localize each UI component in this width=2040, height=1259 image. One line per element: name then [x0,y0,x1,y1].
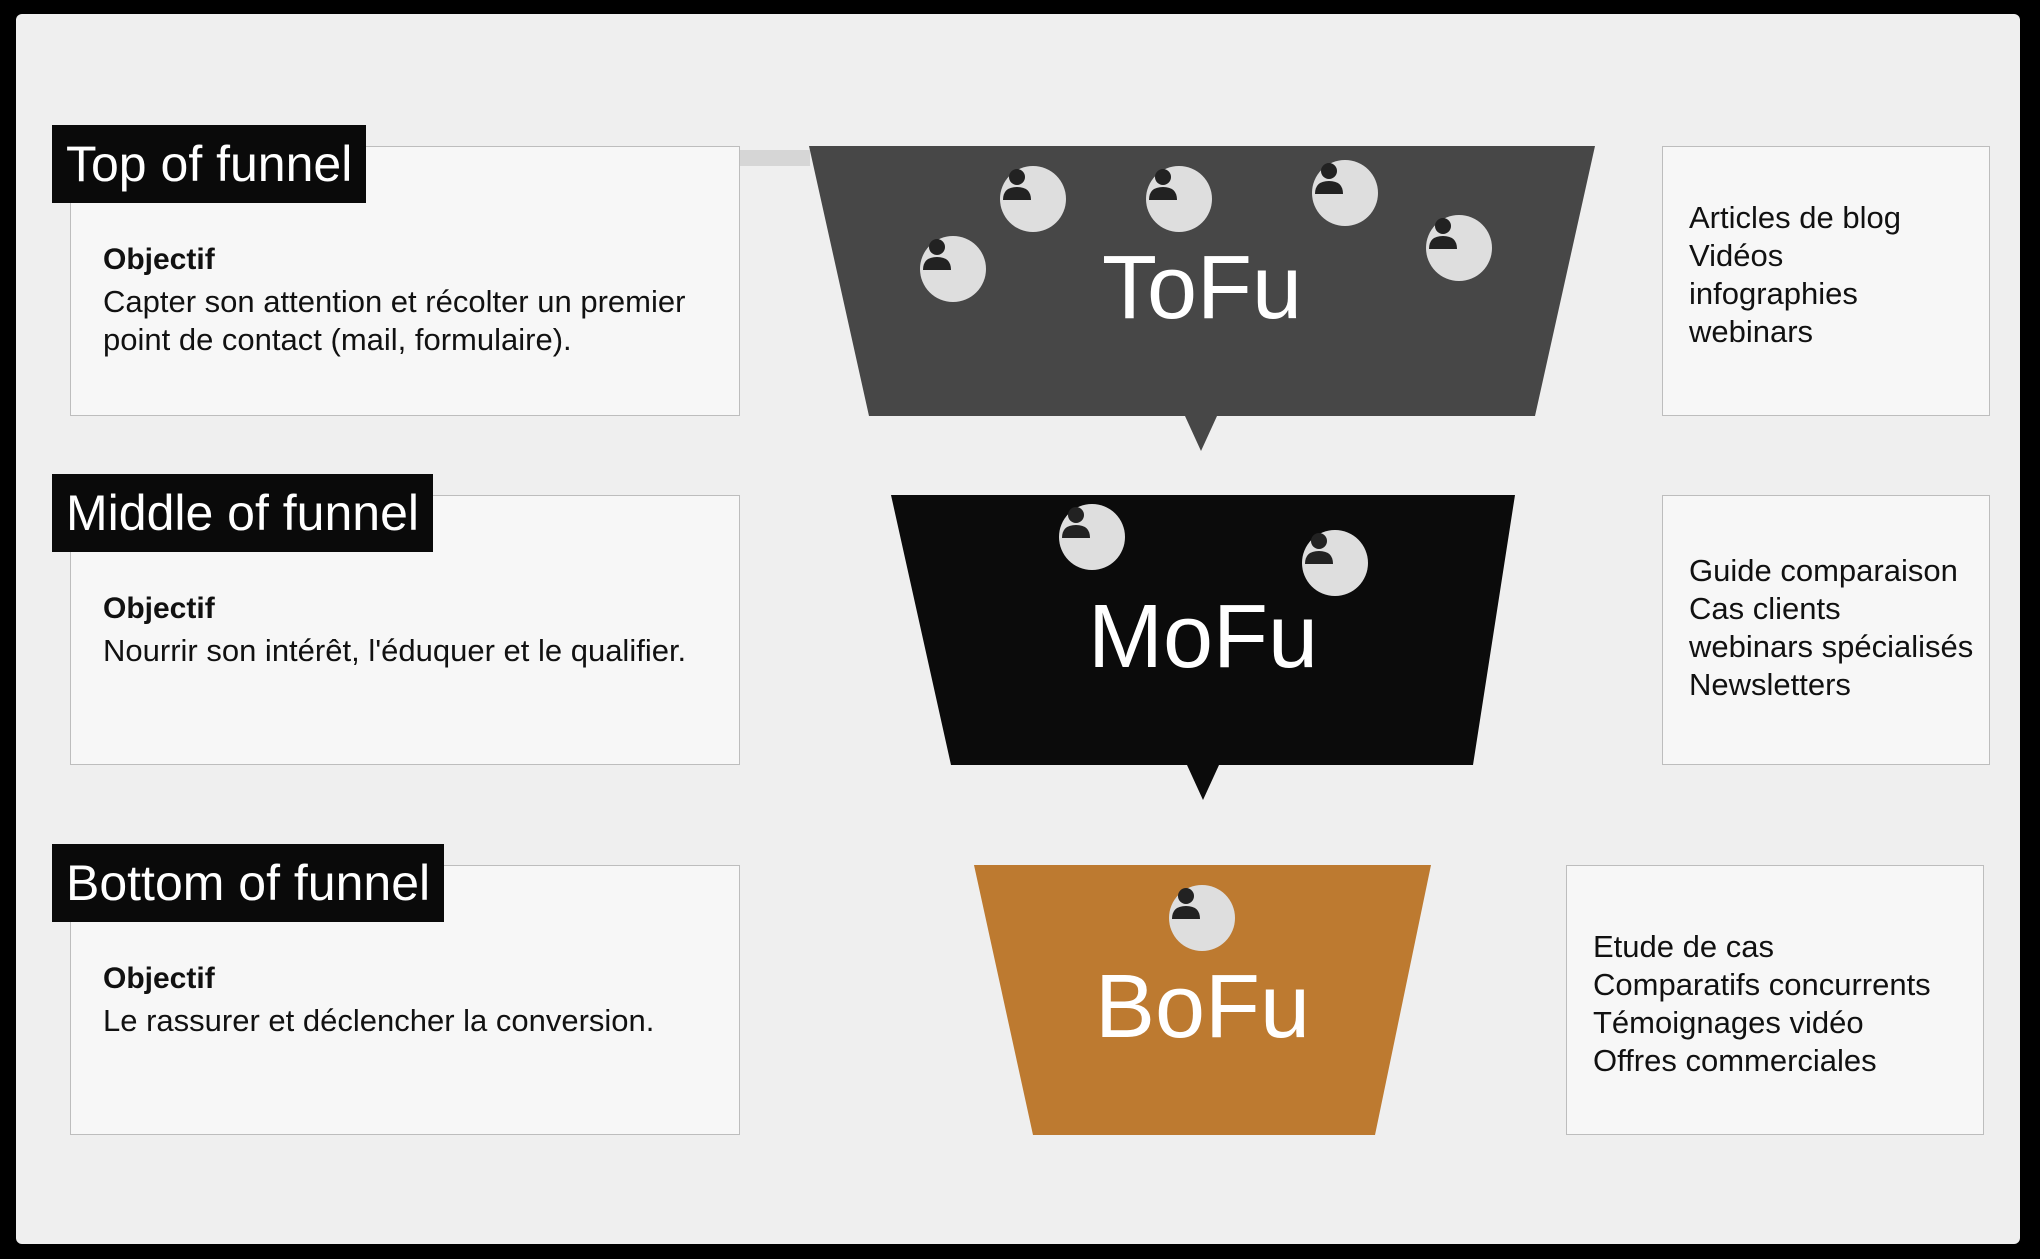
mofu-tag: Middle of funnel [52,474,434,552]
bofu-stage: BoFu [974,865,1431,1135]
person-avatar-icon [1059,504,1125,570]
mofu-content-card: Guide comparaison Cas clients webinars s… [1662,495,1990,765]
list-item: Offres commerciales [1593,1043,1877,1078]
person-avatar-icon [1312,160,1378,226]
person-avatar-icon [1000,166,1066,232]
list-item: Etude de cas [1593,929,1774,964]
mofu-objective-title: Objectif [103,592,215,625]
list-item: webinars spécialisés [1689,629,1974,664]
bofu-funnel-segment [974,865,1431,1135]
person-avatar-icon [1169,885,1235,951]
person-avatar-icon [1426,215,1492,281]
list-item: Articles de blog [1689,200,1901,235]
diagram-canvas: Objectif Capter son attention et récolte… [16,14,2020,1244]
mofu-label: MoFu [1087,587,1319,687]
tofu-objective-text: Capter son attention et récolter un prem… [103,284,686,357]
tofu-shape [809,146,1595,451]
tofu-tag: Top of funnel [52,125,367,203]
person-avatar-icon [920,236,986,302]
bofu-shape [974,865,1431,1135]
bofu-label: BoFu [1094,957,1311,1057]
bofu-content-list: Etude de cas Comparatifs concurrents Tém… [1593,928,1931,1080]
tofu-stage: ToFu [809,146,1595,456]
bofu-tag: Bottom of funnel [52,844,445,922]
tofu-label: ToFu [1101,238,1303,338]
list-item: webinars [1689,314,1814,349]
person-avatar-icon [1302,530,1368,596]
list-item: Cas clients [1689,591,1841,626]
list-item: infographies [1689,276,1858,311]
tofu-content-list: Articles de blog Vidéos infographies web… [1689,199,1901,351]
list-item: Témoignages vidéo [1593,1005,1864,1040]
tofu-objective-title: Objectif [103,243,215,276]
list-item: Comparatifs concurrents [1593,967,1931,1002]
tofu-content-card: Articles de blog Vidéos infographies web… [1662,146,1990,416]
tofu-connector [740,150,810,166]
list-item: Vidéos [1689,238,1784,273]
tofu-objective-card: Objectif Capter son attention et récolte… [70,146,740,416]
tofu-funnel-segment [809,146,1595,451]
bofu-objective-text: Le rassurer et déclencher la conversion. [103,1003,655,1038]
mofu-objective-text: Nourrir son intérêt, l'éduquer et le qua… [103,633,687,668]
bofu-content-card: Etude de cas Comparatifs concurrents Tém… [1566,865,1984,1135]
list-item: Newsletters [1689,667,1851,702]
list-item: Guide comparaison [1689,553,1958,588]
mofu-stage: MoFu [891,495,1515,805]
bofu-objective-title: Objectif [103,962,215,995]
mofu-content-list: Guide comparaison Cas clients webinars s… [1689,552,1973,704]
person-avatar-icon [1146,166,1212,232]
